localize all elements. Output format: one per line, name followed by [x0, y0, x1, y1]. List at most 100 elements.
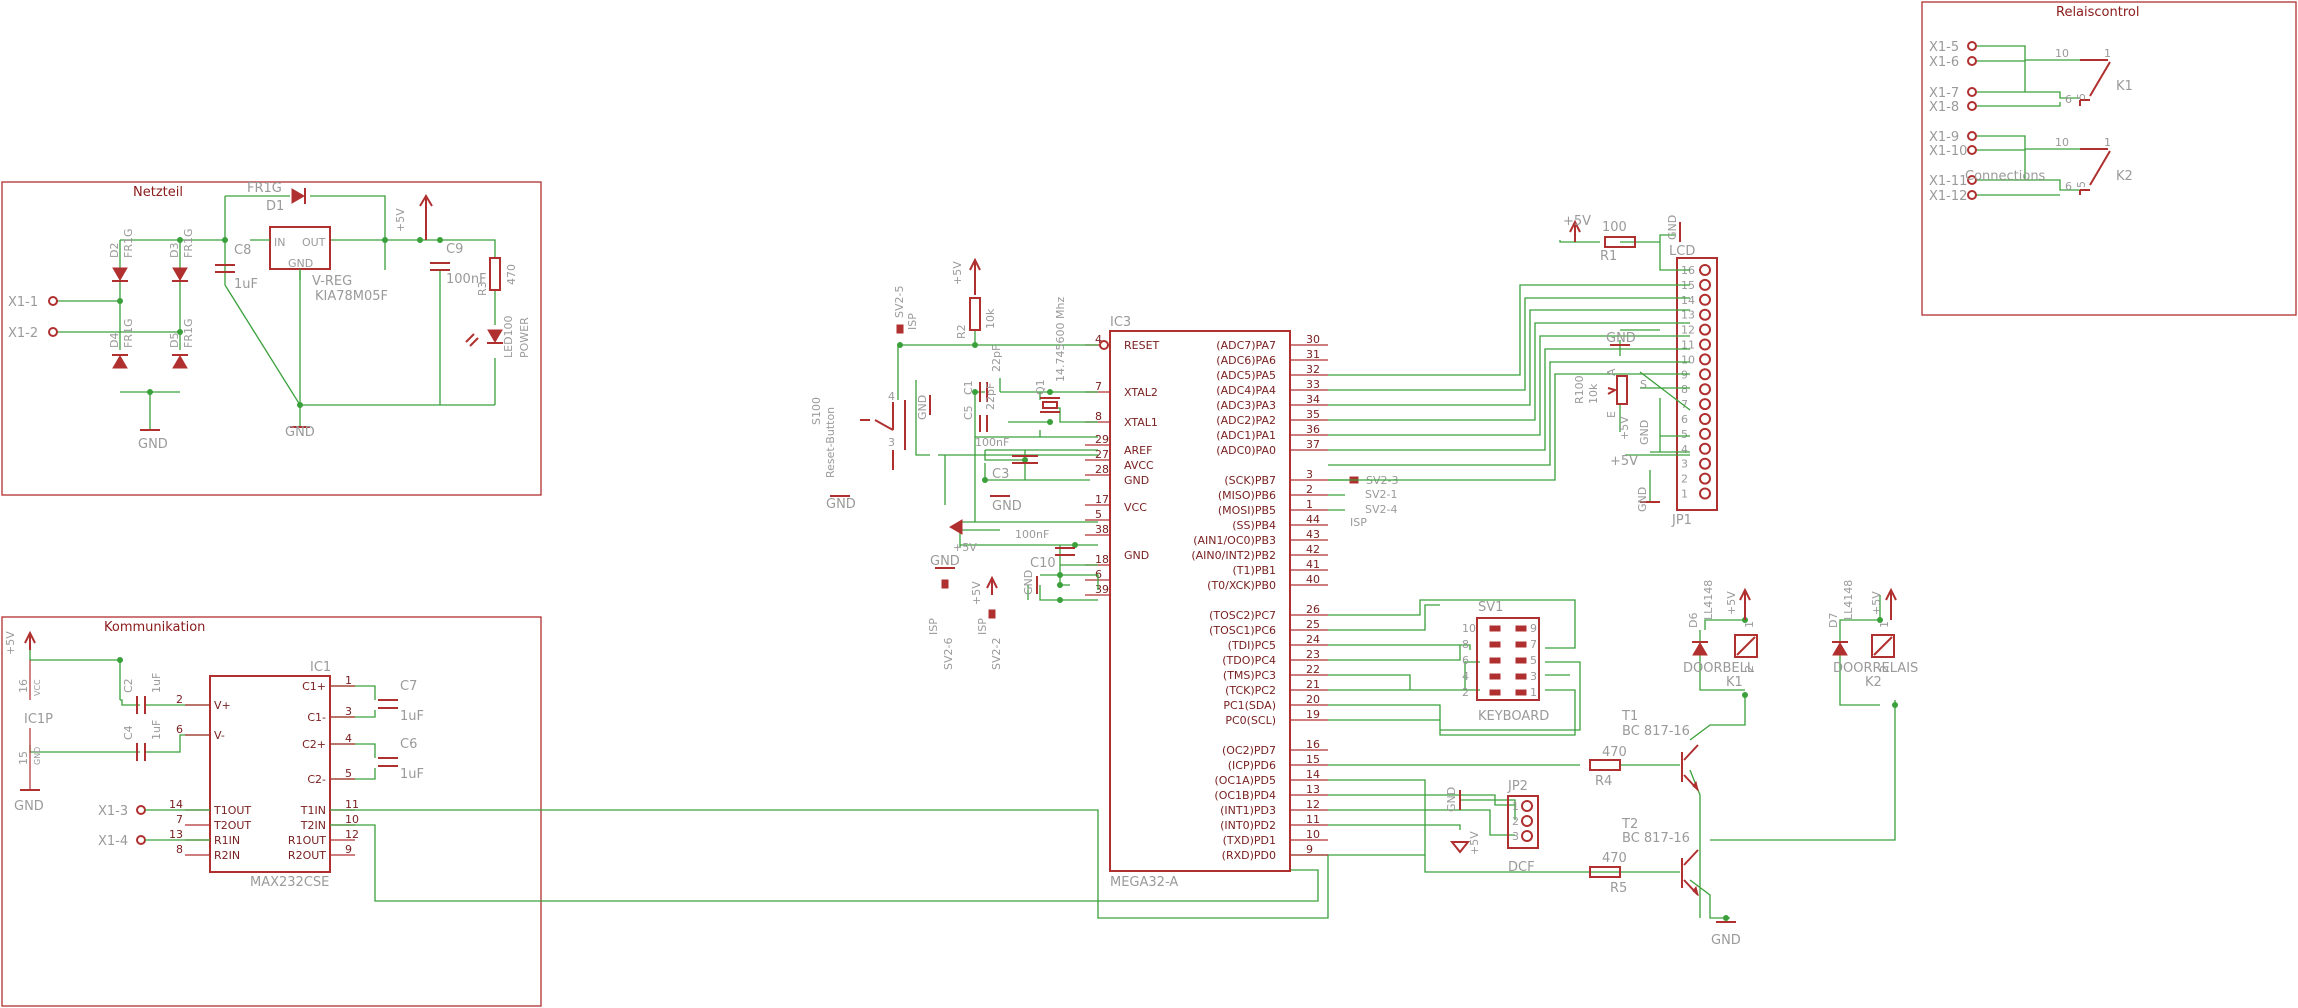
- mcu-pd-pin-name: (RXD)PD0: [1222, 849, 1276, 862]
- mcu-pa-pin-num: 30: [1306, 333, 1320, 346]
- max232-right-pin-name: C2-: [307, 773, 326, 786]
- mcu-pa-pin-num: 34: [1306, 393, 1320, 406]
- relais-terminal: [1967, 87, 1977, 97]
- dcf-connector: [1507, 795, 1539, 849]
- lcd-pin-pad: [1699, 487, 1711, 500]
- relay-contact-k2: 10 1 6 5 K2: [2055, 136, 2133, 195]
- mcu-pd-pin-num: 10: [1306, 828, 1320, 841]
- lcd-pin-num: 9: [1681, 368, 1688, 381]
- supply-5v-k2: +5V: [1870, 587, 1897, 620]
- mcu-left-pin-name: GND: [1124, 549, 1149, 562]
- mcu-pc-pin-name: (TDI)PC5: [1228, 639, 1276, 652]
- c3-name: C3: [992, 467, 1009, 482]
- max232-left-pin-name: T2OUT: [213, 819, 251, 832]
- dcf-pin-pad: [1521, 815, 1533, 827]
- q1-name: Q1: [1034, 379, 1047, 395]
- mcu-pd-pin-num: 15: [1306, 753, 1320, 766]
- led-power: LED100 POWER: [465, 315, 531, 358]
- capacitor-c1: C1 22pF: [962, 345, 1003, 402]
- mcu-pd-pin-name: (OC2)PD7: [1222, 744, 1276, 757]
- c9-name: C9: [446, 242, 463, 257]
- lcd-name: JP1: [1671, 513, 1692, 528]
- mcu-pc-pin-num: 21: [1306, 678, 1320, 691]
- relais-terminal-label: X1-7: [1929, 86, 1959, 101]
- mcu-pb-pin-name: (SS)PB4: [1232, 519, 1276, 532]
- sv2-2-label: SV2-2: [990, 638, 1003, 670]
- mcu-left-pin-name: XTAL2: [1124, 386, 1158, 399]
- resistor-r4: 470 R4: [1589, 745, 1627, 789]
- mcu-pa-pin-num: 36: [1306, 423, 1320, 436]
- aref-cap-value: 100nF: [975, 436, 1009, 449]
- mcu-left-pin-num: 7: [1095, 380, 1102, 393]
- c2-value: 1uF: [150, 673, 163, 693]
- label-x1-1: X1-1: [8, 295, 38, 310]
- supply-5v-reset: +5V: [951, 257, 981, 295]
- s100-value: Reset-Button: [824, 407, 837, 478]
- max232-right-pin-name: R1OUT: [288, 834, 326, 847]
- diode-d2: D2 FR1G: [108, 229, 135, 282]
- mcu-pa-pin-name: (ADC0)PA0: [1216, 444, 1276, 457]
- c8-value: 1uF: [234, 277, 258, 292]
- s100-name: S100: [810, 397, 823, 425]
- mcu-pc-pin-name: PC0(SCL): [1225, 714, 1276, 727]
- mcu-left-pin-num: 8: [1095, 410, 1102, 423]
- reset-5v: +5V: [951, 261, 964, 285]
- r4-value: 470: [1602, 745, 1627, 760]
- dcf-pin-num: 2: [1512, 815, 1519, 828]
- mcu-pd-pin-name: (OC1A)PD5: [1214, 774, 1276, 787]
- max232-left-pin-num: 6: [176, 723, 183, 736]
- k2c-pin10: 10: [2055, 136, 2069, 149]
- mcu-pc-pin-name: (TMS)PC3: [1223, 669, 1276, 682]
- capacitor-c5: C5 22pF: [962, 383, 997, 432]
- isp-gnd: GND: [930, 554, 960, 569]
- ic1p-pin16: 16: [17, 679, 30, 693]
- lcd-5v-pot: +5V: [1618, 416, 1631, 440]
- max232-right-pin-name: C2+: [302, 738, 326, 751]
- lcd-pin-pad: [1699, 353, 1711, 366]
- mcu-periphery: SV2-5 ISP +5V R2 10k 4 3 S100 Reset-Butt…: [810, 257, 1398, 670]
- netzteil-section: X1-1 X1-2 D2 FR1G D3 FR1G D4 FR1G D5 FR1…: [8, 181, 531, 452]
- komm-gnd: GND: [14, 799, 44, 814]
- ic1p-vcc: VCC: [33, 679, 42, 696]
- sv2-2-isp: ISP: [976, 618, 989, 635]
- mcu-section: IC3 MEGA32-A RESETXTAL2XTAL1AREFAVCCGNDV…: [1085, 315, 1328, 890]
- max232-left-pin-name: V+: [214, 699, 231, 712]
- ic1-power-pins: 16 VCC IC1P 15 GND GND: [14, 660, 53, 814]
- mcu-value: MEGA32-A: [1110, 875, 1178, 890]
- mcu-pa-pin-name: (ADC5)PA5: [1216, 369, 1276, 382]
- c9-value: 100nF: [446, 272, 487, 287]
- reg-name: V-REG: [312, 274, 352, 289]
- lcd-pin-pad: [1699, 338, 1711, 351]
- kbd-pin-right: [1515, 625, 1527, 632]
- kbd-pin-num-left: 2: [1462, 686, 1469, 699]
- mcu-pd-pin-name: (OC1B)PD4: [1214, 789, 1276, 802]
- sv2-6-isp: ISP: [927, 618, 940, 635]
- reset-button: 4 3 S100 Reset-Button GND: [810, 390, 906, 512]
- r5-value: 470: [1602, 851, 1627, 866]
- max232-right-pin-num: 5: [345, 767, 352, 780]
- kbd-pin-num-right: 5: [1530, 654, 1537, 667]
- c6-value: 1uF: [400, 767, 424, 782]
- lcd-pin-num: 6: [1681, 413, 1688, 426]
- mcu-pc-pin-num: 26: [1306, 603, 1320, 616]
- kbd-value: KEYBOARD: [1478, 709, 1549, 724]
- mcu-pb-pin-num: 41: [1306, 558, 1320, 571]
- capacitor-c4: C4 1uF: [122, 720, 163, 761]
- capacitor-c10: C10: [1030, 547, 1075, 571]
- mcu-pb-pin-name: (MISO)PB6: [1218, 489, 1276, 502]
- k1-name: K1: [1726, 675, 1743, 690]
- d7-value: LL4148: [1842, 580, 1855, 620]
- d3-value: FR1G: [182, 229, 195, 259]
- mcu-pd-pin-num: 11: [1306, 813, 1320, 826]
- k2c-pin1: 1: [2104, 136, 2111, 149]
- mcu-pc-pin-name: (TCK)PC2: [1225, 684, 1276, 697]
- sv2-2-5v: +5V: [970, 581, 983, 605]
- kbd-name: SV1: [1478, 600, 1503, 615]
- r2-value: 10k: [984, 308, 997, 329]
- capacitor-c2: C2 1uF: [122, 673, 163, 714]
- frame-title-kommunikation: Kommunikation: [104, 620, 205, 635]
- sv2-6-label: SV2-6: [942, 638, 955, 670]
- k2-pin2: 2: [1878, 665, 1891, 672]
